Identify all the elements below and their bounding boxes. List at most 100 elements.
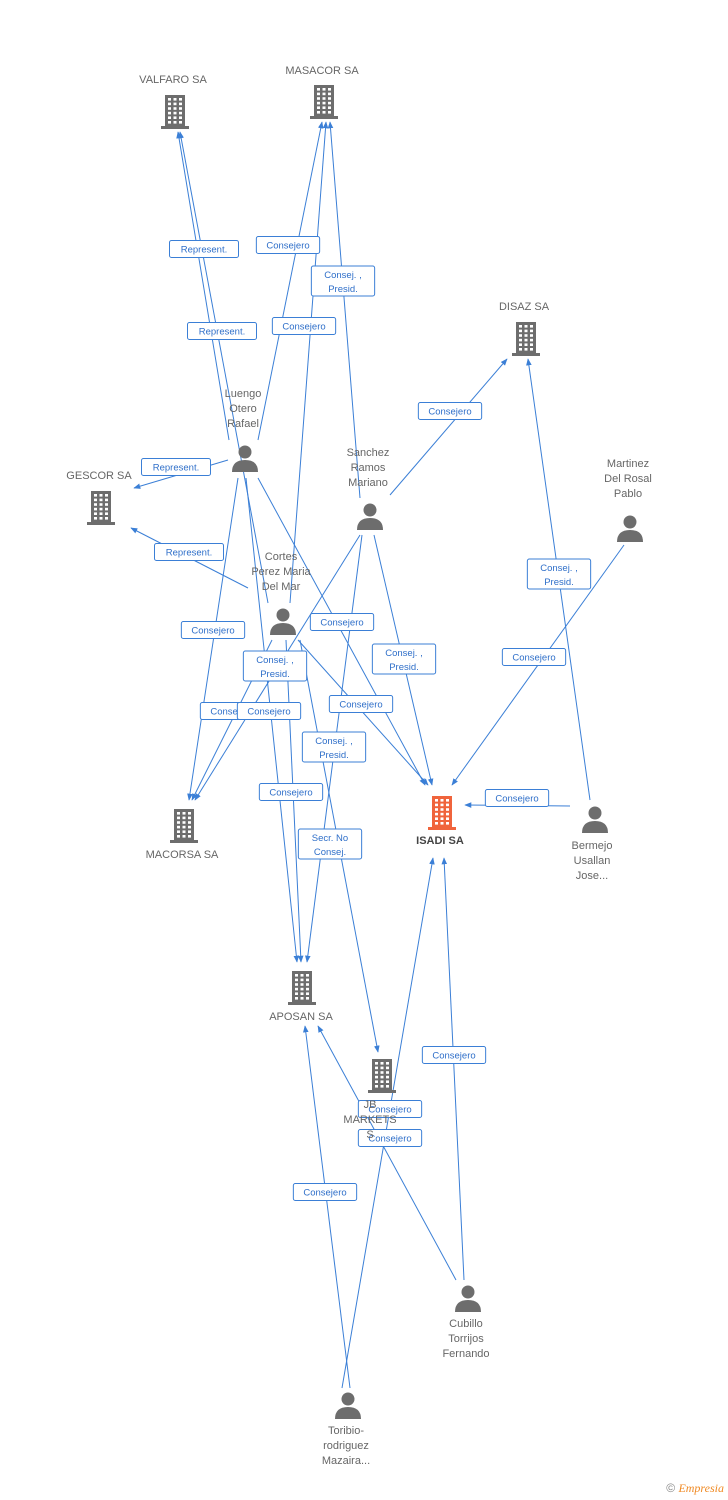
edge-label-text: Consej. , [315, 736, 353, 747]
person-icon [582, 806, 608, 833]
node-label: Del Mar [262, 581, 301, 593]
edge-label-text: Represent. [166, 548, 212, 559]
edge-label-toribio-to-isadi[interactable]: Consejero [357, 1129, 423, 1147]
edge-toribio-to-aposan [302, 1025, 351, 1389]
edge-label-sanchez-to-masacor[interactable]: Consej. , Presid. [310, 265, 376, 297]
person-icon [455, 1285, 481, 1312]
node-label: Mariano [348, 477, 388, 489]
edge-label-cubillo-to-aposan[interactable]: Consejero [357, 1100, 423, 1118]
edge-label-cubillo-to-isadi[interactable]: Consejero [421, 1046, 487, 1064]
person-icon [270, 608, 296, 635]
edge-cubillo-to-aposan [317, 1025, 457, 1281]
edge-labels-layer: Represent.Represent.ConsejeroConsejeroCo… [141, 236, 592, 1201]
edge-label-sanchez-to-aposan[interactable]: Consej. ,Presid. [301, 731, 367, 763]
edge-label-toribio-to-aposan[interactable]: Consejero [292, 1183, 358, 1201]
edge-label-cortes-to-valfaro[interactable]: Represent. [187, 322, 257, 340]
edge-sanchez-to-disaz [389, 358, 508, 496]
node-label: VALFARO SA [139, 74, 207, 86]
edge-label-text: Presid. [328, 284, 358, 295]
edge-label-cortes-to-macorsa[interactable]: Consej. ,Presid. [242, 650, 308, 682]
node-label: Torrijos [448, 1333, 484, 1345]
edge-cortes-to-masacor [289, 121, 329, 604]
edge-label-text: Consejero [191, 626, 234, 637]
node-label: Otero [229, 403, 257, 415]
edge-label-luengo-to-gescor[interactable]: Represent. [141, 458, 211, 476]
edge-toribio-to-isadi [341, 857, 435, 1389]
edge-label-text: Consejero [512, 653, 555, 664]
edge-label-cortes-to-isadi[interactable]: Consejero [328, 695, 394, 713]
node-label: MARKETS [343, 1114, 396, 1126]
edge-label-cortes-to-aposan[interactable]: Consejero [258, 783, 324, 801]
edge-label-text: Consejero [266, 241, 309, 252]
edge-label-luengo-to-isadi[interactable]: Consejero [309, 613, 375, 631]
edge-label-text: Consej. [314, 847, 346, 858]
node-valfaro[interactable]: VALFARO SA [139, 74, 207, 129]
edges-layer [130, 121, 625, 1389]
edge-label-martinez-to-isadi[interactable]: Consejero [501, 648, 567, 666]
node-label: Cortes [265, 551, 298, 563]
edge-label-text: Represent. [153, 463, 199, 474]
node-label: Perez Maria [251, 566, 311, 578]
node-label: Cubillo [449, 1318, 483, 1330]
building-icon [368, 1059, 396, 1093]
building-icon [87, 491, 115, 525]
edge-label-sanchez-to-disaz[interactable]: Consejero [417, 402, 483, 420]
node-label: S [366, 1129, 373, 1141]
node-label: Martinez [607, 458, 649, 470]
edge-label-text: Represent. [181, 245, 227, 256]
footer-brand[interactable]: © Empresia [666, 1481, 724, 1496]
building-icon [310, 85, 338, 119]
edge-label-text: Consejero [210, 707, 253, 718]
edge-label-luengo-to-valfaro[interactable]: Represent. [169, 240, 239, 258]
edge-label-cortes-to-masacor[interactable]: Consejero [271, 317, 337, 335]
edge-label-text: Consej. , [324, 270, 362, 281]
node-toribio[interactable]: Toribio-rodriguezMazaira... [322, 1392, 370, 1468]
node-label: GESCOR SA [66, 470, 132, 482]
edge-label-text: Consejero [282, 322, 325, 333]
edge-label-bermejo-to-disaz[interactable]: Consej. ,Presid. [526, 558, 592, 590]
node-label: ISADI SA [416, 835, 464, 847]
edge-label-text: Consejero [368, 1105, 411, 1116]
edge-label-text: Presid. [544, 577, 574, 588]
edge-label-bermejo-to-isadi[interactable]: Consejero [484, 789, 550, 807]
node-isadi[interactable]: ISADI SA [416, 796, 464, 847]
edge-label-luengo-to-macorsa[interactable]: Consejero [180, 621, 246, 639]
building-icon [161, 95, 189, 129]
person-icon [232, 445, 258, 472]
edge-label-luengo-to-masacor[interactable]: Consejero [255, 236, 321, 254]
node-label: MASACOR SA [285, 65, 359, 77]
node-macorsa[interactable]: MACORSA SA [146, 809, 219, 861]
person-icon [617, 515, 643, 542]
node-label: DISAZ SA [499, 301, 550, 313]
node-label: Toribio- [328, 1425, 364, 1437]
node-label: Rafael [227, 418, 259, 430]
edge-label-luengo-to-aposan[interactable]: Consejero [236, 702, 302, 720]
edge-label-text: Consejero [247, 707, 290, 718]
node-gescor[interactable]: GESCOR SA [66, 470, 132, 525]
node-label: Bermejo [572, 840, 613, 852]
edge-label-text: Represent. [199, 327, 245, 338]
brand-name: Empresia [678, 1481, 724, 1495]
edge-cortes-to-valfaro [178, 131, 269, 604]
edge-label-text: Consejero [303, 1188, 346, 1199]
node-disaz[interactable]: DISAZ SA [499, 301, 550, 356]
edge-label-cortes-to-gescor[interactable]: Represent. [154, 543, 224, 561]
building-icon [428, 796, 456, 830]
edge-label-sanchez-to-isadi[interactable]: Consej. ,Presid. [371, 643, 437, 675]
node-bermejo[interactable]: BermejoUsallanJose... [572, 806, 613, 883]
node-label: Sanchez [347, 447, 390, 459]
nodes-layer: VALFARO SA MASACOR SA DISAZ SA GESCOR SA MAC… [66, 65, 652, 1467]
edge-cubillo-to-isadi [441, 857, 465, 1281]
edge-label-text: Presid. [389, 662, 419, 673]
node-aposan[interactable]: APOSAN SA [269, 971, 333, 1023]
node-masacor[interactable]: MASACOR SA [285, 65, 359, 119]
person-icon [335, 1392, 361, 1419]
node-label: Usallan [574, 855, 611, 867]
